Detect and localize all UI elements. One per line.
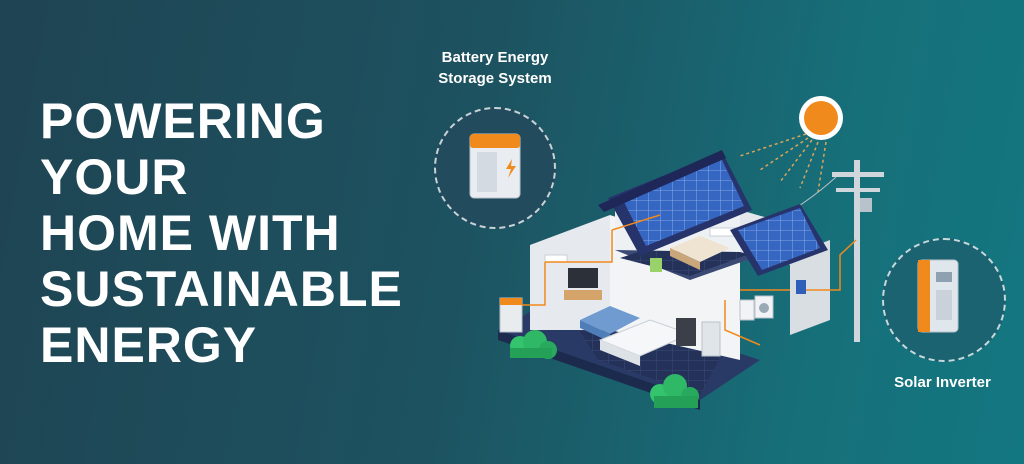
headline-line-3: HOME WITH: [40, 205, 341, 261]
battery-label-line-2: Storage System: [438, 70, 552, 87]
air-conditioner-icon-2: [544, 254, 568, 263]
wiring: [522, 214, 857, 346]
bush-icon: [510, 330, 557, 359]
meter-icon: [796, 280, 806, 294]
headline-line-1: POWERING: [40, 93, 326, 149]
headline-line-5: ENERGY: [40, 317, 258, 373]
side-roof: [730, 204, 828, 276]
chair-icon: [650, 258, 662, 272]
house-battery-icon: [499, 297, 523, 333]
headline-line-4: SUSTAINABLE: [40, 261, 403, 317]
laundry-icon: [739, 295, 774, 321]
solar-panel-icon-2: [738, 208, 820, 270]
battery-label-line-1: Battery Energy: [441, 49, 549, 66]
solar-inverter-icon: [917, 259, 959, 333]
kitchen-icon: [598, 318, 721, 366]
main-roof: [598, 150, 752, 256]
solar-panel-icon: [622, 160, 744, 246]
sofa-icon: [580, 306, 640, 342]
sun-icon: [799, 96, 843, 140]
headline-line-2: YOUR: [40, 149, 189, 205]
battery-callout-label: Battery Energy Storage System: [420, 47, 570, 89]
inverter-callout-label: Solar Inverter: [894, 374, 991, 391]
sun-rays: [739, 133, 827, 193]
tv-icon: [564, 268, 602, 300]
headline: POWERING YOUR HOME WITH SUSTAINABLE ENER…: [40, 93, 403, 373]
battery-storage-icon: [469, 133, 521, 199]
right-wall: [790, 240, 830, 335]
bush-icon-2: [650, 374, 699, 408]
bed-icon: [670, 236, 730, 270]
